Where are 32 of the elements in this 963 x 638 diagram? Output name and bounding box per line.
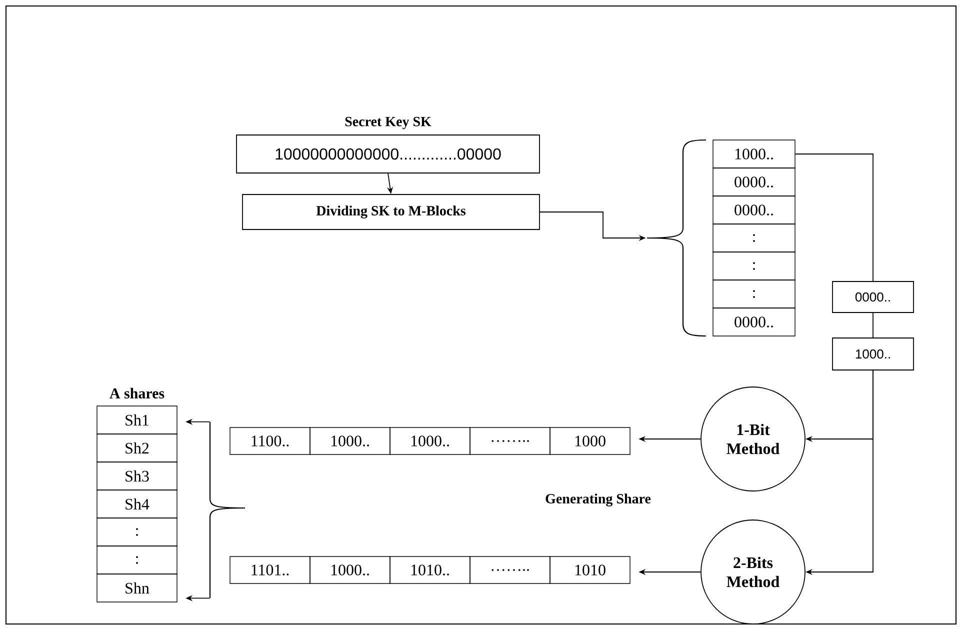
table-cell: Shn <box>96 574 178 602</box>
table-cell: : <box>712 252 796 280</box>
table-cell: : <box>712 224 796 252</box>
column-heading: A shares <box>110 388 164 398</box>
table-cell: 1000.. <box>310 427 390 455</box>
process-box: Dividing SK to M-Blocks <box>242 194 540 230</box>
curly-brace <box>209 422 246 598</box>
table-cell: 1100.. <box>230 427 310 455</box>
block-box: 0000.. <box>832 281 914 313</box>
table-cell: 1010 <box>550 556 630 584</box>
block-box: 1000.. <box>832 338 914 370</box>
table-cell: Sh1 <box>96 406 178 434</box>
table-cell: 0000.. <box>712 168 796 196</box>
table-cell: 1000.. <box>390 427 470 455</box>
table-cell: 1000.. <box>310 556 390 584</box>
section-label: Generating Share <box>546 494 651 506</box>
table-cell: 1101.. <box>230 556 310 584</box>
table-cell: 1000 <box>550 427 630 455</box>
table-cell: : <box>96 518 178 546</box>
table-cell: Sh3 <box>96 462 178 490</box>
table-cell: 1000.. <box>712 140 796 168</box>
table-cell: Sh2 <box>96 434 178 462</box>
table-cell: Sh4 <box>96 490 178 518</box>
table-cell: : <box>712 280 796 308</box>
table-cell: 1010.. <box>390 556 470 584</box>
table-cell: : <box>96 546 178 574</box>
node-label: Secret Key SK <box>345 116 432 130</box>
key-box: Secret Key SK 10000000000000.............00000 <box>236 116 540 174</box>
table-cell: …….. <box>470 427 550 455</box>
table-cell: 0000.. <box>712 196 796 224</box>
table-cell: …….. <box>470 556 550 584</box>
table-cell: 0000.. <box>712 308 796 336</box>
